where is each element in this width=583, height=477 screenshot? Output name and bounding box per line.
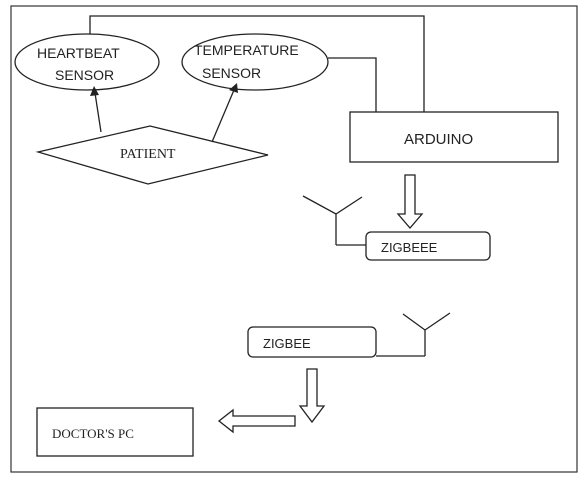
temperature-to-arduino-connector: [328, 57, 377, 112]
receiver-antenna-icon: [402, 312, 451, 331]
arduino-label: ARDUINO: [404, 131, 473, 148]
temperature-sensor-label-line1: TEMPERATURE: [194, 42, 299, 58]
arduino-to-zigbee-arrow: [396, 174, 424, 229]
zigbee-transmitter-label: ZIGBEEE: [381, 240, 438, 255]
doctors-pc-label: DOCTOR'S PC: [52, 426, 134, 441]
diagram-frame: [10, 5, 578, 473]
zigbee-receiver-node: [247, 326, 377, 358]
patient-to-temperature-arrowhead: [229, 83, 238, 93]
heartbeat-to-arduino-connector: [89, 15, 425, 112]
heartbeat-sensor-label-line2: SENSOR: [55, 67, 114, 83]
heartbeat-sensor-node: [14, 33, 160, 91]
patient-node: [35, 125, 269, 185]
doctors-pc-node: [36, 407, 194, 457]
zigbee-receiver-label: ZIGBEE: [263, 336, 311, 351]
patient-label: PATIENT: [120, 147, 176, 162]
transmitter-antenna-icon: [302, 195, 363, 215]
zigbee-transmitter-node: [365, 231, 491, 261]
arduino-node: [349, 111, 559, 163]
temperature-sensor-label-line2: SENSOR: [202, 65, 261, 81]
temperature-sensor-node: [181, 33, 329, 91]
heartbeat-sensor-label-line1: HEARTBEAT: [37, 45, 120, 61]
patient-to-heartbeat-arrowhead: [90, 86, 99, 96]
patient-to-heartbeat-arrow: [94, 92, 102, 133]
to-doctors-pc-arrow: [217, 408, 296, 434]
zigbee-receiver-down-arrow: [298, 368, 326, 424]
patient-to-temperature-arrow: [211, 89, 235, 143]
